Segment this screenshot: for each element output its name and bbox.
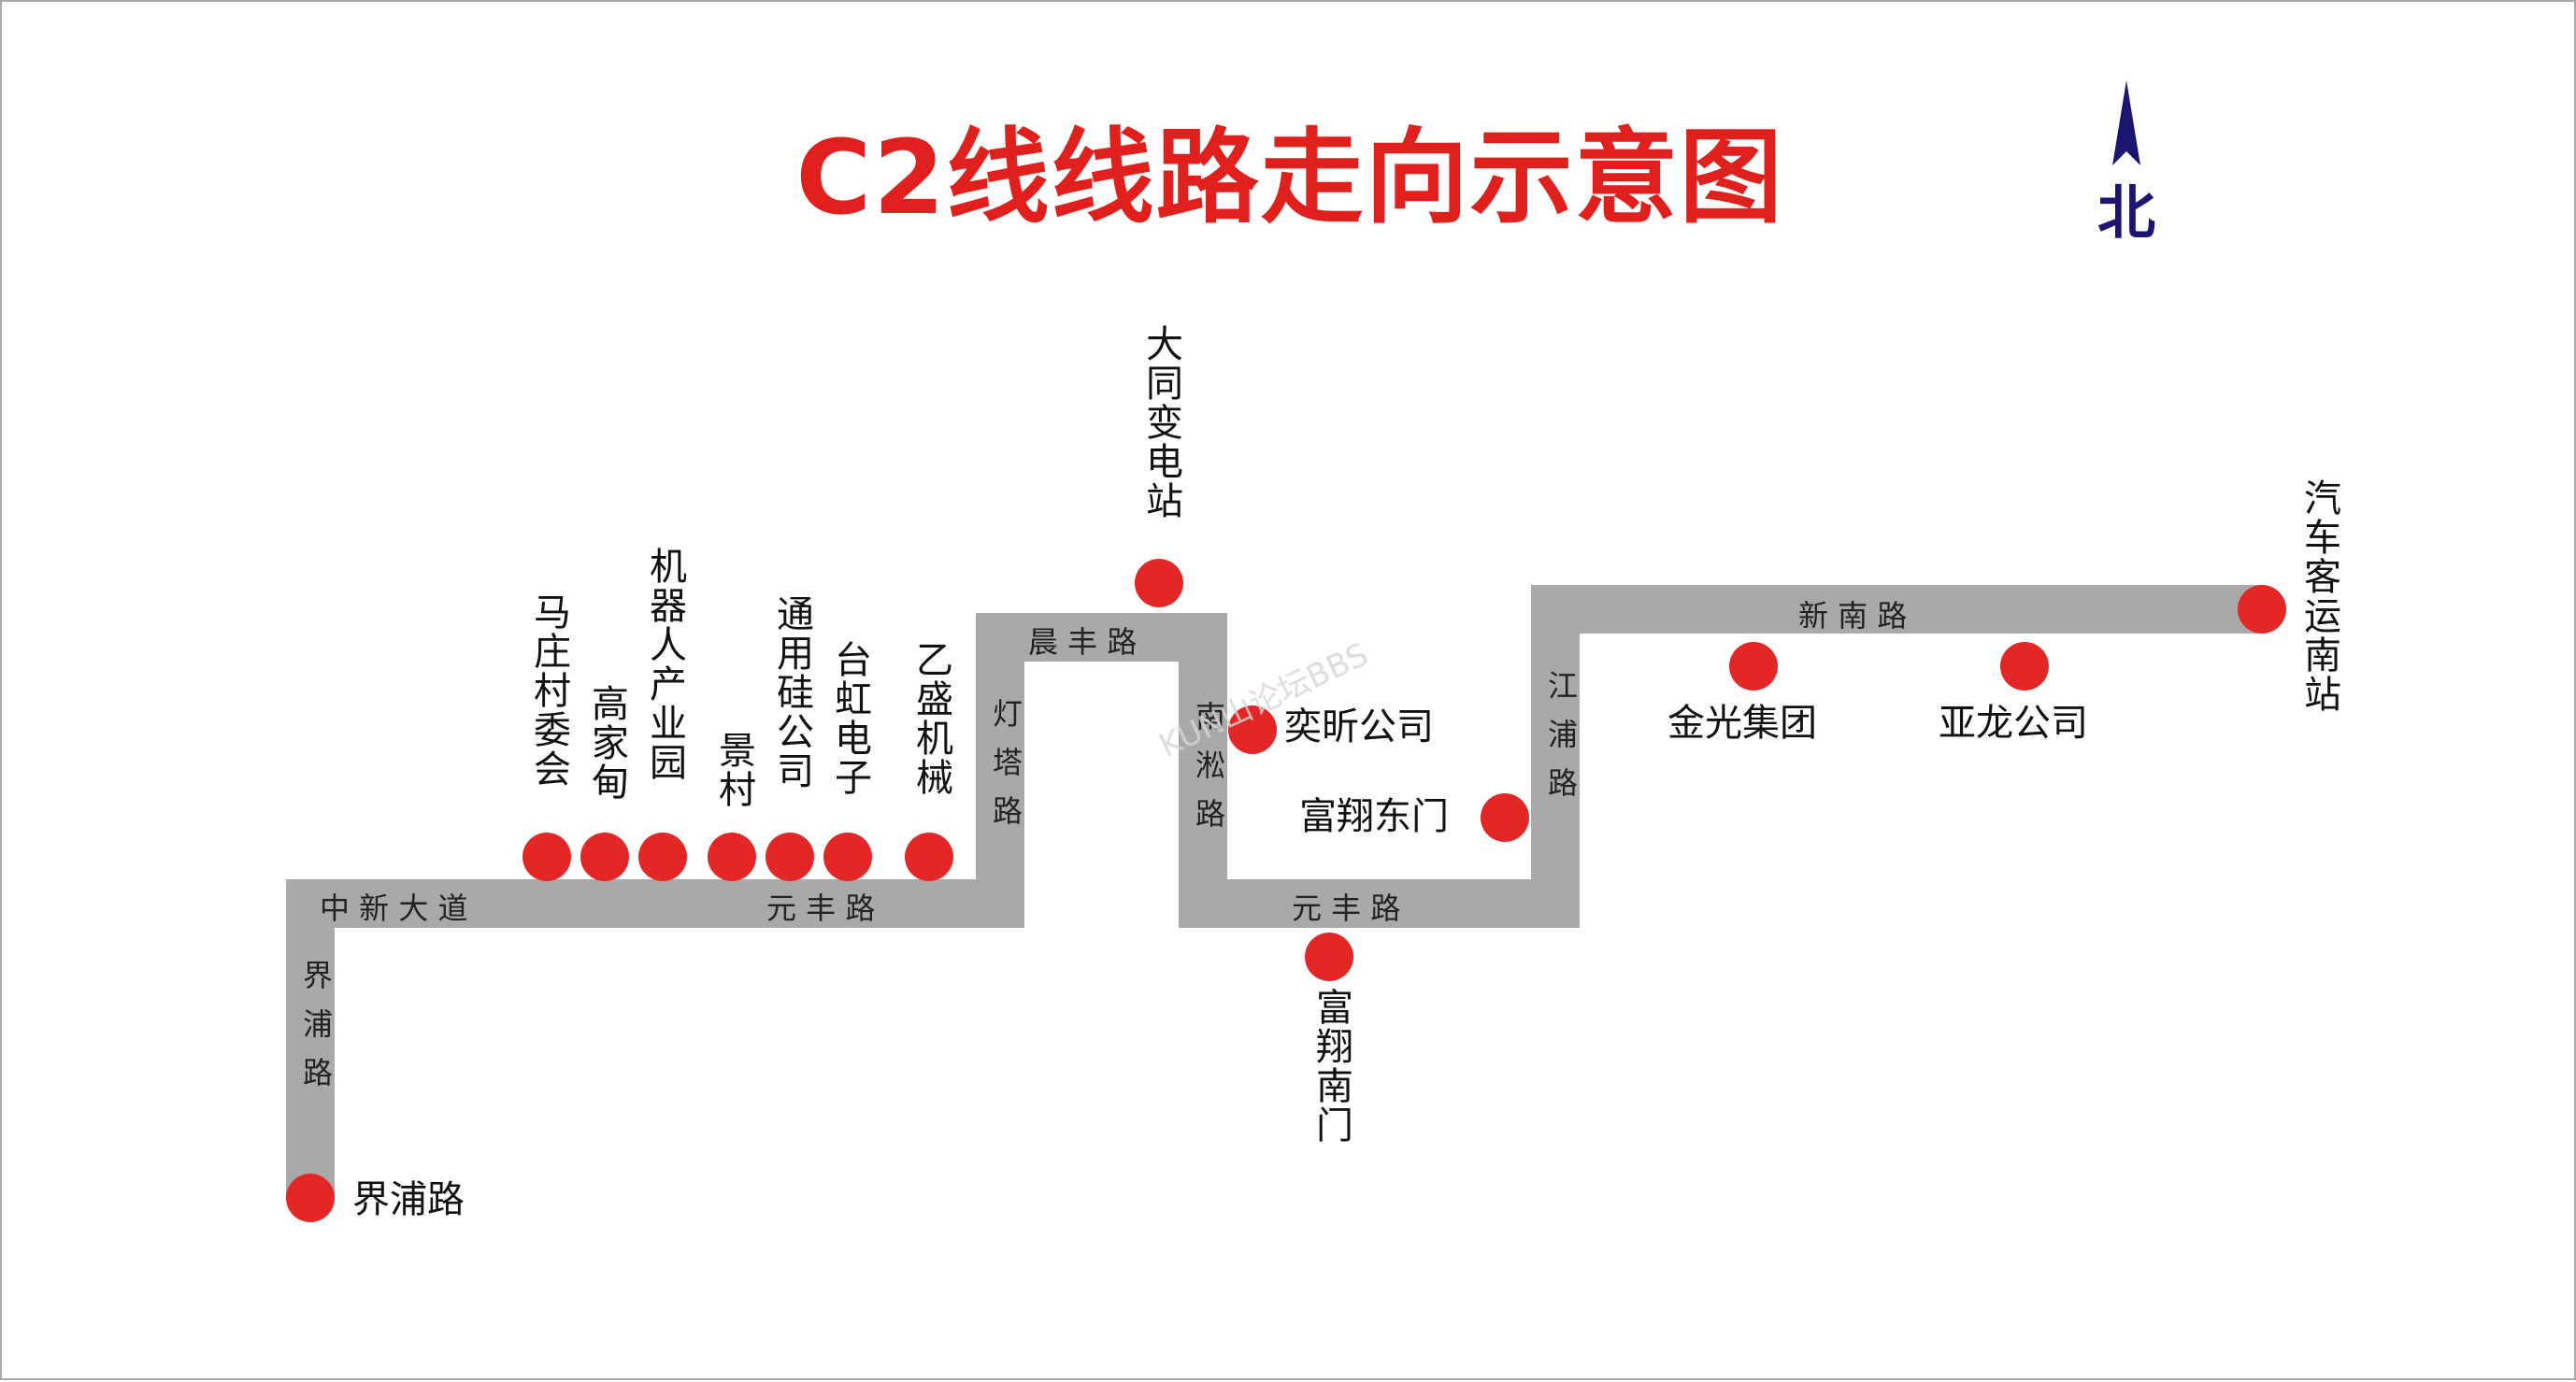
road-label-yuanfeng-west: 元 丰 路 <box>766 890 876 926</box>
stop-label-datong: 大同变电站 <box>1139 324 1182 520</box>
compass-label: 北 <box>2097 178 2155 247</box>
stop-marker-jiqiren[interactable] <box>638 833 687 881</box>
stop-marker-yisheng[interactable] <box>905 833 953 881</box>
stop-label-yalong: 亚龙公司 <box>1939 702 2088 745</box>
stop-marker-qiche[interactable] <box>2238 585 2286 634</box>
road-label-dengta: 灯塔路 <box>988 698 1023 844</box>
stop-marker-mazhuang[interactable] <box>522 833 571 881</box>
stop-marker-taihong[interactable] <box>823 833 872 881</box>
road-label-chenfeng: 晨 丰 路 <box>1028 624 1138 660</box>
stop-marker-fuxiang-nan[interactable] <box>1305 933 1353 981</box>
stop-marker-jingcun[interactable] <box>708 833 756 881</box>
stop-label-qiche: 汽车客运南站 <box>2297 478 2340 714</box>
stop-marker-tongyong[interactable] <box>766 833 814 881</box>
road-label-jiangpu: 江浦路 <box>1543 670 1579 816</box>
stop-label-taihong: 台虹电子 <box>828 640 871 797</box>
stop-marker-yixin[interactable] <box>1228 705 1277 754</box>
stop-label-jingcun: 景村 <box>712 731 755 809</box>
north-arrow-icon <box>2112 80 2140 165</box>
stop-marker-gaojiadian[interactable] <box>580 833 629 881</box>
stop-marker-fuxiang-dong[interactable] <box>1481 793 1529 842</box>
road-label-nansong: 南淞路 <box>1191 701 1226 847</box>
stop-marker-jiepulu[interactable] <box>286 1174 335 1222</box>
stop-marker-datong[interactable] <box>1135 559 1183 607</box>
stop-label-mazhuang: 马庄村委会 <box>527 592 570 789</box>
stop-marker-jinguang[interactable] <box>1729 642 1778 691</box>
road-label-xinnan: 新 南 路 <box>1798 598 1908 634</box>
stop-label-jinguang: 金光集团 <box>1667 702 1817 745</box>
map-title: C2线线路走向示意图 <box>795 118 1784 237</box>
stop-label-fuxiang-nan: 富翔南门 <box>1309 988 1352 1145</box>
stop-label-jiqiren: 机器人产业园 <box>643 547 686 782</box>
stop-marker-yalong[interactable] <box>2000 642 2049 691</box>
road-label-jiepu: 界浦路 <box>298 960 334 1105</box>
stop-label-yisheng: 乙盛机械 <box>909 640 952 797</box>
stop-label-jiepulu: 界浦路 <box>352 1178 465 1221</box>
stop-label-tongyong: 通用硅公司 <box>770 594 813 791</box>
stop-label-yixin: 奕昕公司 <box>1284 705 1434 748</box>
stop-label-gaojiadian: 高家甸 <box>585 684 628 802</box>
road-label-zhongxin: 中 新 大 道 <box>320 890 468 926</box>
stop-label-fuxiang-dong: 富翔东门 <box>1299 795 1449 838</box>
road-label-yuanfeng-east: 元 丰 路 <box>1292 890 1401 926</box>
